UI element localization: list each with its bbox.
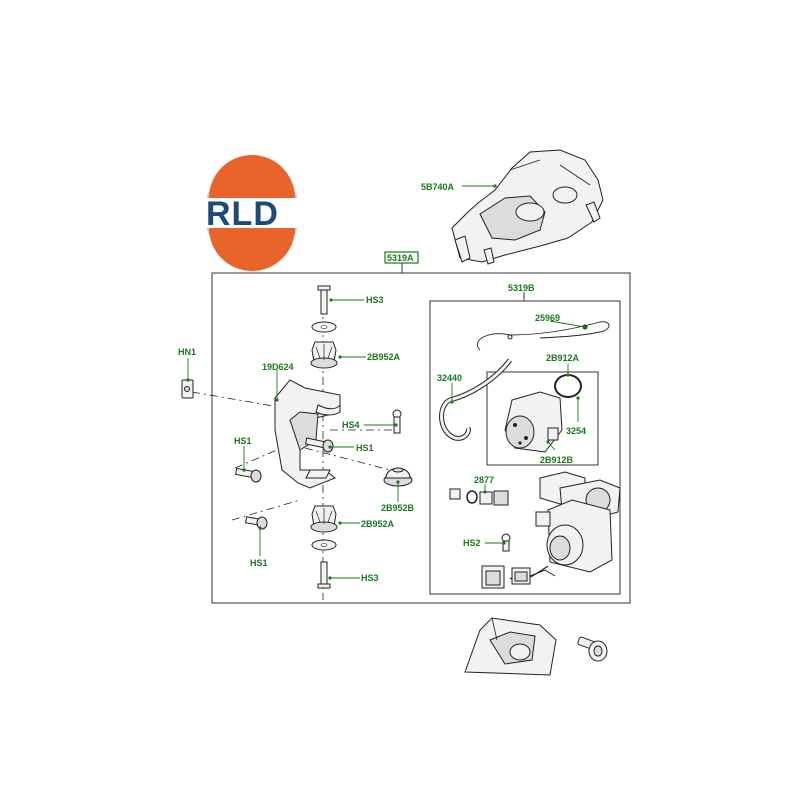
label-2b912a: 2B912A (546, 353, 580, 363)
filter-2b912b (504, 391, 563, 453)
label-hs1-a: HS1 (234, 436, 252, 446)
assembly-box-5319a (211, 272, 631, 604)
compressor (509, 471, 621, 582)
grommet-2b952b (383, 467, 413, 487)
clip-hn1 (181, 379, 194, 399)
bolt-hs3-top (317, 285, 331, 315)
label-hs1-c: HS1 (250, 558, 268, 568)
assembly-box-5319b (429, 300, 621, 595)
fitting-2877 (449, 488, 509, 506)
bolt-hs1-left (235, 467, 262, 483)
label-5319a-frame (384, 251, 419, 264)
bracket-lower (464, 617, 557, 676)
connector-b (511, 567, 556, 585)
bolt-hs3-bottom (317, 561, 331, 589)
bracket-5b740a (451, 149, 604, 265)
label-5319a: 5319A (387, 253, 414, 263)
logo-text: RLD (206, 195, 279, 233)
label-hn1: HN1 (178, 347, 196, 357)
filter-box (486, 371, 599, 466)
hose-32440 (439, 358, 512, 441)
label-19d624: 19D624 (262, 362, 294, 372)
label-2b952b: 2B952B (381, 503, 415, 513)
bolt-hs4 (392, 409, 402, 434)
connector-a (481, 565, 505, 589)
label-32440: 32440 (437, 373, 462, 383)
label-2b952a-bottom: 2B952A (361, 519, 395, 529)
bolt-hs1-middle (305, 437, 334, 453)
label-2b912b: 2B912B (540, 455, 574, 465)
rld-logo: RLD (203, 155, 301, 271)
label-hs4: HS4 (342, 420, 360, 430)
cable-25969 (477, 321, 610, 351)
bracket-19d624 (274, 379, 341, 489)
label-hs2: HS2 (463, 538, 481, 548)
oring-2b912a (554, 374, 582, 398)
bolt-hs1-lower (245, 516, 268, 530)
label-hs3-top: HS3 (366, 295, 384, 305)
label-5b740a: 5B740A (421, 182, 455, 192)
mount-2b952a-top (310, 341, 338, 369)
label-2b952a-top: 2B952A (367, 352, 401, 362)
screw-hs2 (501, 533, 511, 552)
label-hs3-bottom: HS3 (361, 573, 379, 583)
label-5319b: 5319B (508, 283, 535, 293)
mount-2b952a-bottom (310, 505, 338, 533)
label-hs1-b: HS1 (356, 443, 374, 453)
label-2877: 2877 (474, 475, 494, 485)
label-3254: 3254 (566, 426, 586, 436)
label-25969: 25969 (535, 313, 560, 323)
bolt-lower (577, 636, 608, 662)
